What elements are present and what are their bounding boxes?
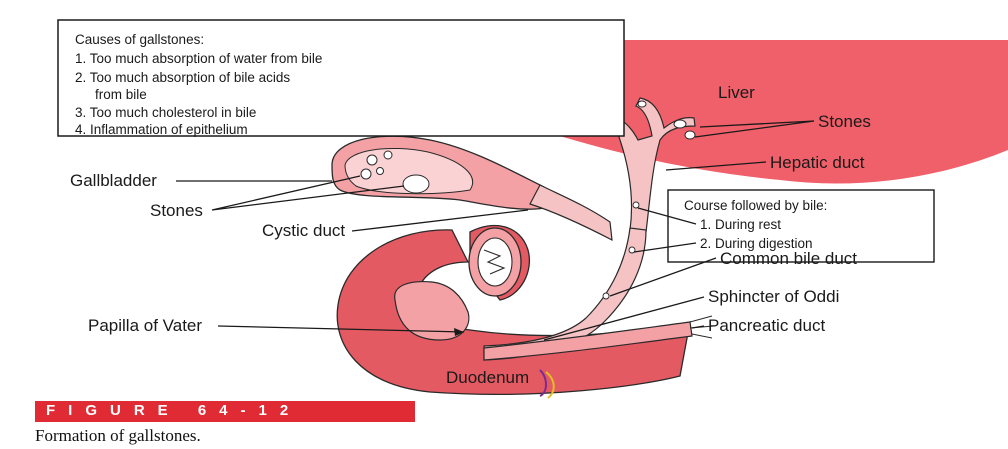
course-title: Course followed by bile: xyxy=(684,198,827,213)
label-liver: Liver xyxy=(718,83,755,102)
label-stones-gallbladder: Stones xyxy=(150,201,203,220)
causes-item-3: 3. Too much cholesterol in bile xyxy=(75,105,256,120)
label-stones-liver: Stones xyxy=(818,112,871,131)
label-hepatic-duct: Hepatic duct xyxy=(770,153,865,172)
figure-label: FIGURE 64-12 xyxy=(46,402,301,419)
label-common-bile-duct: Common bile duct xyxy=(720,249,857,268)
causes-item-1: 1. Too much absorption of water from bil… xyxy=(75,51,322,66)
course-item-1: 1. During rest xyxy=(700,217,781,232)
label-duodenum: Duodenum xyxy=(446,368,529,387)
label-pancreatic-duct: Pancreatic duct xyxy=(708,316,825,335)
label-papilla-of-vater: Papilla of Vater xyxy=(88,316,202,335)
causes-title: Causes of gallstones: xyxy=(75,32,204,47)
label-cystic-duct: Cystic duct xyxy=(262,221,345,240)
causes-item-2: 2. Too much absorption of bile acids xyxy=(75,70,290,85)
label-sphincter-of-oddi: Sphincter of Oddi xyxy=(708,287,839,306)
label-gallbladder: Gallbladder xyxy=(70,171,157,190)
causes-item-2-cont: from bile xyxy=(95,87,147,102)
cystic-duct-shape xyxy=(530,185,612,240)
figure-caption: Formation of gallstones. xyxy=(35,426,201,446)
causes-item-4: 4. Inflammation of epithelium xyxy=(75,122,248,137)
